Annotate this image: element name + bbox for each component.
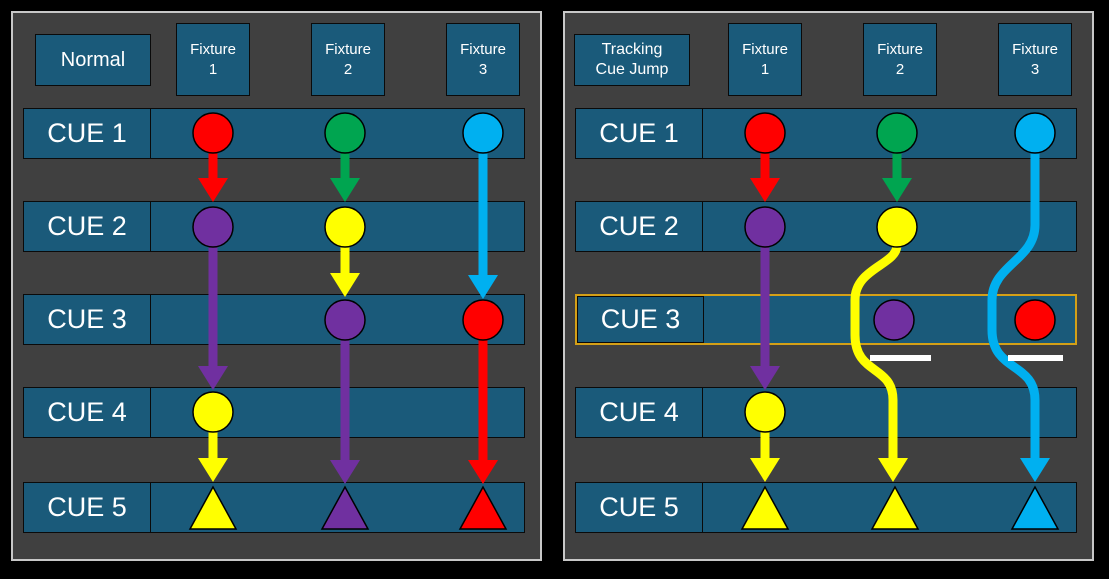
fixture-3-header: Fixture 3 bbox=[998, 23, 1072, 96]
fixture-2-header: Fixture 2 bbox=[311, 23, 385, 96]
cue-label: CUE 2 bbox=[24, 202, 151, 251]
cue-label: CUE 1 bbox=[24, 109, 151, 158]
fixture-1-header: Fixture 1 bbox=[176, 23, 250, 96]
cue-row[interactable]: CUE 3 bbox=[23, 294, 525, 345]
cue-row-highlighted[interactable]: CUE 3 bbox=[575, 294, 1077, 345]
fixture-3-header: Fixture 3 bbox=[446, 23, 520, 96]
cue-label: CUE 3 bbox=[24, 295, 151, 344]
cue-row[interactable]: CUE 4 bbox=[23, 387, 525, 438]
cue-row[interactable]: CUE 5 bbox=[575, 482, 1077, 533]
fixture-2-header: Fixture 2 bbox=[863, 23, 937, 96]
cue-label: CUE 2 bbox=[576, 202, 703, 251]
cue-row[interactable]: CUE 2 bbox=[575, 201, 1077, 252]
fixture-1-header: Fixture 1 bbox=[728, 23, 802, 96]
cue-row[interactable]: CUE 5 bbox=[23, 482, 525, 533]
cue-label: CUE 4 bbox=[24, 388, 151, 437]
cue-label: CUE 1 bbox=[576, 109, 703, 158]
normal-panel bbox=[11, 11, 542, 561]
cue-row[interactable]: CUE 1 bbox=[23, 108, 525, 159]
cue-row[interactable]: CUE 4 bbox=[575, 387, 1077, 438]
cue-label: CUE 3 bbox=[577, 296, 704, 343]
cue-row[interactable]: CUE 1 bbox=[575, 108, 1077, 159]
cue-label: CUE 5 bbox=[576, 483, 703, 532]
cue-label: CUE 4 bbox=[576, 388, 703, 437]
mode-label-tracking: Tracking Cue Jump bbox=[574, 34, 690, 86]
mode-label-normal: Normal bbox=[35, 34, 151, 86]
cue-label: CUE 5 bbox=[24, 483, 151, 532]
cue-row[interactable]: CUE 2 bbox=[23, 201, 525, 252]
